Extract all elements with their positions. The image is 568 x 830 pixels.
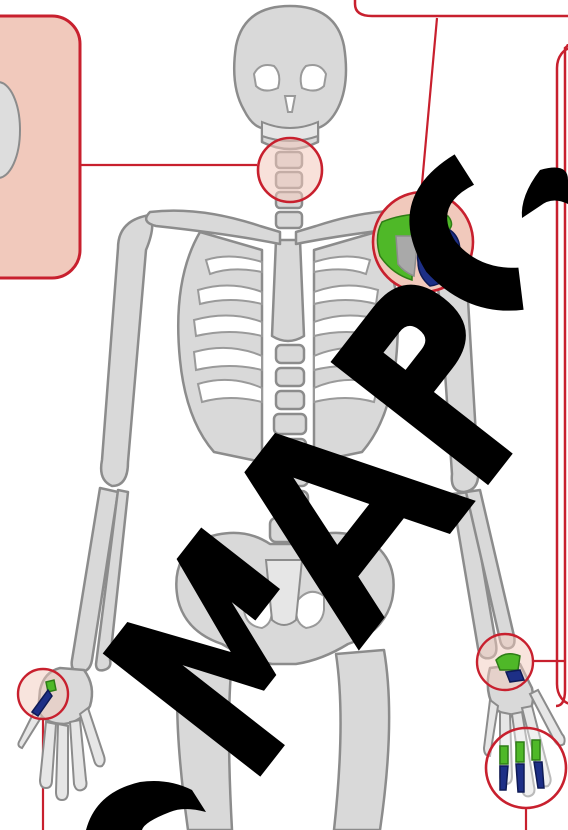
highlight-wrist-joint-left[interactable] [477,634,533,690]
callout-line-shoulder [421,18,437,195]
watermark-fragment [522,168,568,218]
callout-panel-right-box [557,48,568,704]
highlight-finger-joint[interactable] [486,728,566,808]
highlight-wrist-joint-right[interactable] [18,669,68,719]
skull [234,6,346,149]
highlight-neck-joint[interactable] [258,138,322,202]
arm-right [72,215,153,672]
legs [177,650,389,830]
callout-panel-top [355,0,568,16]
